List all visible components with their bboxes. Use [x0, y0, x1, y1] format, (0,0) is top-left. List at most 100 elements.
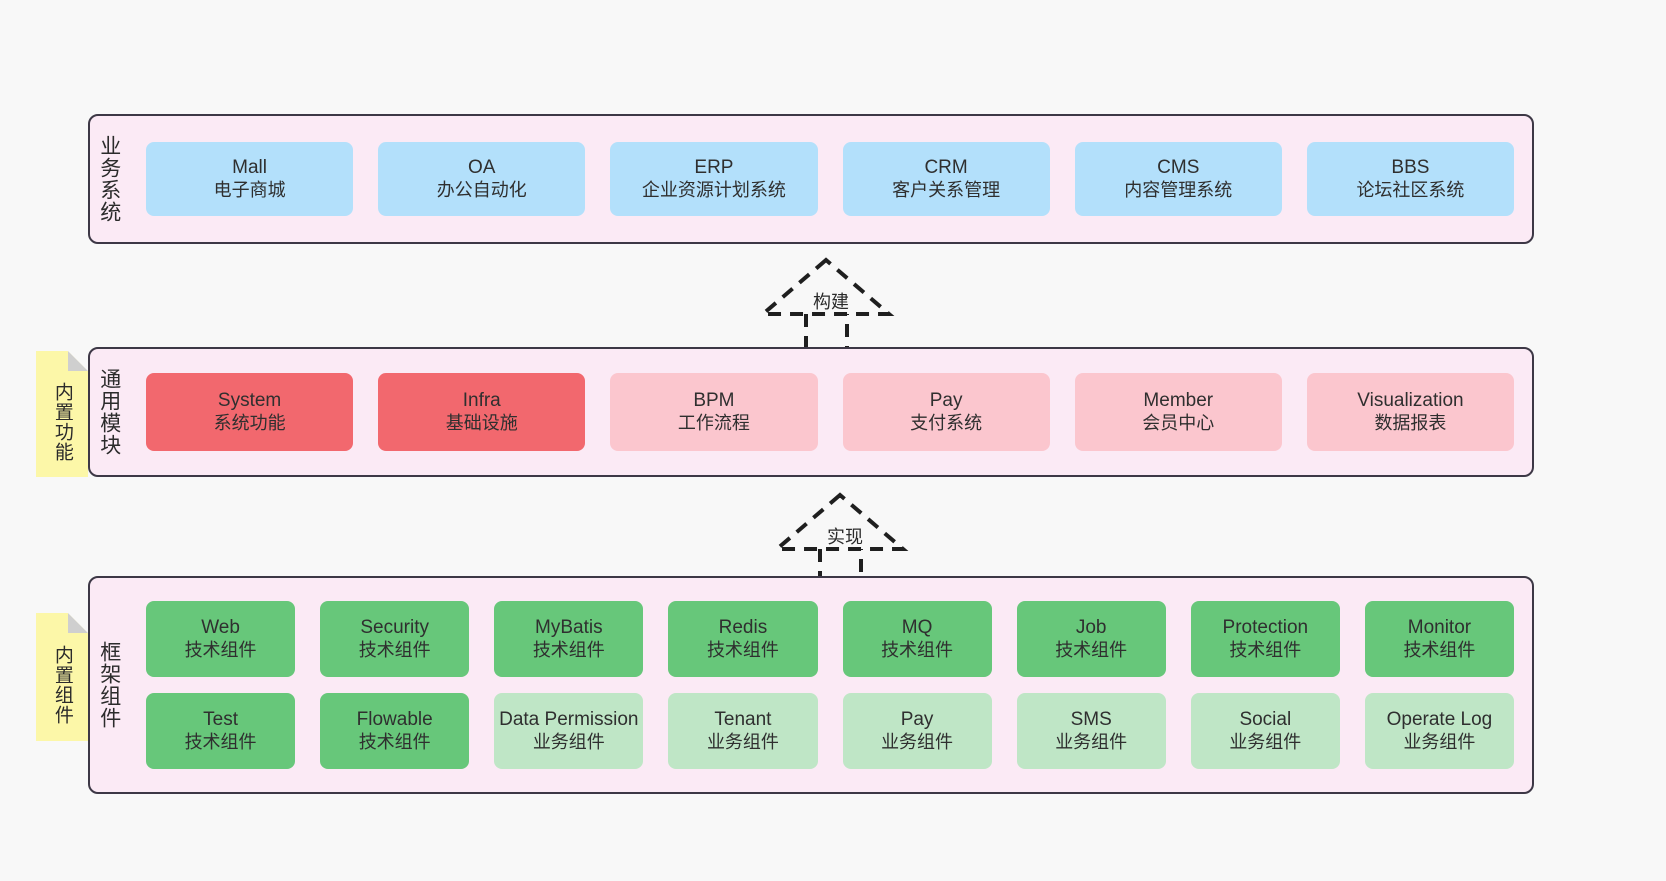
card-sms-title: SMS — [1070, 708, 1112, 730]
card-tenant-subtitle: 业务组件 — [706, 731, 779, 752]
layer-common-module-title: 通用模块 — [97, 368, 121, 456]
card-protection-title: Protection — [1222, 616, 1309, 638]
card-erp[interactable]: ERP 企业资源计划系统 — [610, 142, 818, 216]
card-security[interactable]: Security 技术组件 — [320, 601, 470, 677]
card-system-subtitle: 系统功能 — [213, 412, 286, 433]
card-bbs-subtitle: 论坛社区系统 — [1356, 179, 1465, 200]
card-web-subtitle: 技术组件 — [184, 639, 257, 660]
card-mall[interactable]: Mall 电子商城 — [146, 142, 354, 216]
card-protection-subtitle: 技术组件 — [1229, 639, 1302, 660]
card-mall-title: Mall — [232, 156, 267, 178]
card-operate-log-subtitle: 业务组件 — [1403, 731, 1476, 752]
connector-build: 构建 — [741, 252, 921, 352]
card-operate-log-title: Operate Log — [1386, 708, 1493, 730]
card-flowable[interactable]: Flowable 技术组件 — [320, 693, 470, 769]
card-erp-subtitle: 企业资源计划系统 — [641, 179, 786, 200]
card-mybatis[interactable]: MyBatis 技术组件 — [494, 601, 644, 677]
note-builtin-functions: 内置功能 — [36, 351, 88, 477]
card-crm[interactable]: CRM 客户关系管理 — [842, 142, 1050, 216]
card-system-title: System — [217, 389, 282, 411]
layer-framework-component: 框架组件 Web 技术组件 Security 技术组件 MyBatis 技术组件… — [88, 576, 1534, 794]
card-monitor[interactable]: Monitor 技术组件 — [1364, 601, 1514, 677]
card-sms-subtitle: 业务组件 — [1055, 731, 1128, 752]
card-mq-subtitle: 技术组件 — [881, 639, 954, 660]
card-social-title: Social — [1239, 708, 1292, 730]
card-job-subtitle: 技术组件 — [1055, 639, 1128, 660]
framework-business-row: Test 技术组件 Flowable 技术组件 Data Permission … — [146, 693, 1514, 769]
card-visualization[interactable]: Visualization 数据报表 — [1306, 373, 1515, 451]
card-pay-module-title: Pay — [929, 389, 963, 411]
card-flowable-title: Flowable — [356, 708, 433, 730]
card-infra-subtitle: 基础设施 — [445, 412, 518, 433]
card-mall-subtitle: 电子商城 — [213, 179, 286, 200]
card-redis-title: Redis — [718, 616, 768, 638]
card-social[interactable]: Social 业务组件 — [1190, 693, 1340, 769]
card-pay-component[interactable]: Pay 业务组件 — [842, 693, 992, 769]
card-mybatis-title: MyBatis — [535, 616, 603, 638]
card-security-subtitle: 技术组件 — [358, 639, 431, 660]
layer-business-system-title: 业务系统 — [97, 135, 121, 223]
card-test-subtitle: 技术组件 — [184, 731, 257, 752]
card-cms-title: CMS — [1157, 156, 1200, 178]
card-pay-component-subtitle: 业务组件 — [881, 731, 954, 752]
card-monitor-subtitle: 技术组件 — [1403, 639, 1476, 660]
card-web[interactable]: Web 技术组件 — [146, 601, 296, 677]
card-infra-title: Infra — [462, 389, 501, 411]
card-monitor-title: Monitor — [1407, 616, 1472, 638]
card-oa[interactable]: OA 办公自动化 — [378, 142, 586, 216]
layer-business-system-body: Mall 电子商城 OA 办公自动化 ERP 企业资源计划系统 CRM 客户关系… — [128, 116, 1532, 242]
card-pay-module[interactable]: Pay 支付系统 — [842, 373, 1050, 451]
card-bpm-title: BPM — [693, 389, 735, 411]
card-mq[interactable]: MQ 技术组件 — [842, 601, 992, 677]
card-oa-subtitle: 办公自动化 — [436, 179, 527, 200]
card-erp-title: ERP — [694, 156, 734, 178]
card-mq-title: MQ — [901, 616, 933, 638]
card-sms[interactable]: SMS 业务组件 — [1016, 693, 1166, 769]
card-web-title: Web — [201, 616, 240, 638]
card-oa-title: OA — [468, 156, 496, 178]
card-data-permission-subtitle: 业务组件 — [532, 731, 605, 752]
layer-common-module-body: System 系统功能 Infra 基础设施 BPM 工作流程 Pay 支付系统… — [128, 349, 1532, 475]
card-pay-module-subtitle: 支付系统 — [910, 412, 983, 433]
business-system-row: Mall 电子商城 OA 办公自动化 ERP 企业资源计划系统 CRM 客户关系… — [146, 142, 1515, 216]
note-builtin-functions-label: 内置功能 — [51, 382, 73, 462]
layer-framework-component-title: 框架组件 — [97, 641, 121, 729]
card-bbs[interactable]: BBS 论坛社区系统 — [1306, 142, 1515, 216]
card-job-title: Job — [1075, 616, 1107, 638]
card-protection[interactable]: Protection 技术组件 — [1190, 601, 1340, 677]
card-visualization-subtitle: 数据报表 — [1374, 412, 1447, 433]
card-flowable-subtitle: 技术组件 — [358, 731, 431, 752]
note-builtin-components-label: 内置组件 — [51, 645, 73, 725]
card-data-permission-title: Data Permission — [499, 708, 639, 730]
connector-implement: 实现 — [755, 487, 935, 587]
common-module-row: System 系统功能 Infra 基础设施 BPM 工作流程 Pay 支付系统… — [146, 373, 1515, 451]
card-social-subtitle: 业务组件 — [1229, 731, 1302, 752]
layer-common-module: 通用模块 System 系统功能 Infra 基础设施 BPM 工作流程 Pay… — [88, 347, 1534, 477]
card-test-title: Test — [203, 708, 238, 730]
card-bbs-title: BBS — [1391, 156, 1430, 178]
card-bpm[interactable]: BPM 工作流程 — [610, 373, 818, 451]
card-mybatis-subtitle: 技术组件 — [532, 639, 605, 660]
card-tenant[interactable]: Tenant 业务组件 — [668, 693, 818, 769]
card-data-permission[interactable]: Data Permission 业务组件 — [494, 693, 644, 769]
card-pay-component-title: Pay — [900, 708, 934, 730]
card-security-title: Security — [360, 616, 429, 638]
card-crm-title: CRM — [924, 156, 968, 178]
framework-tech-row: Web 技术组件 Security 技术组件 MyBatis 技术组件 Redi… — [146, 601, 1514, 677]
card-cms[interactable]: CMS 内容管理系统 — [1074, 142, 1282, 216]
card-system[interactable]: System 系统功能 — [146, 373, 354, 451]
card-member-subtitle: 会员中心 — [1142, 412, 1215, 433]
card-tenant-title: Tenant — [714, 708, 772, 730]
note-builtin-components: 内置组件 — [36, 613, 88, 741]
card-operate-log[interactable]: Operate Log 业务组件 — [1364, 693, 1514, 769]
layer-business-system: 业务系统 Mall 电子商城 OA 办公自动化 ERP 企业资源计划系统 CRM… — [88, 114, 1534, 244]
card-job[interactable]: Job 技术组件 — [1016, 601, 1166, 677]
card-member[interactable]: Member 会员中心 — [1074, 373, 1282, 451]
card-infra[interactable]: Infra 基础设施 — [378, 373, 586, 451]
card-bpm-subtitle: 工作流程 — [677, 412, 750, 433]
connector-implement-label: 实现 — [827, 527, 863, 547]
card-redis[interactable]: Redis 技术组件 — [668, 601, 818, 677]
card-test[interactable]: Test 技术组件 — [146, 693, 296, 769]
connector-build-label: 构建 — [813, 292, 849, 312]
